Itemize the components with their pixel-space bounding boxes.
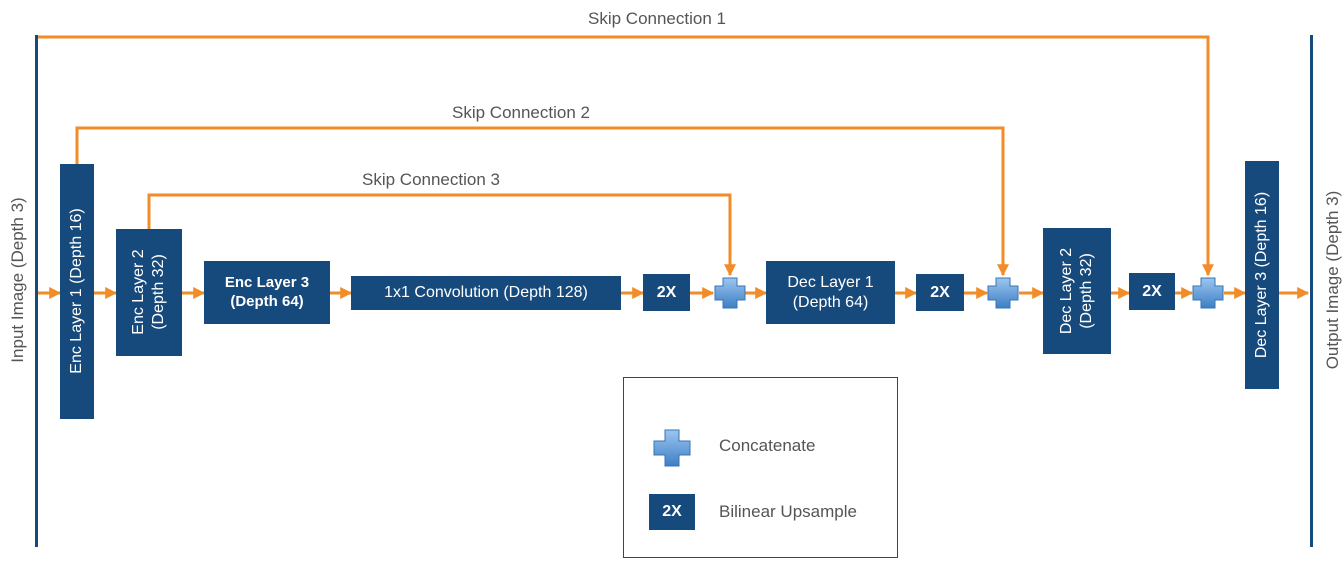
enc-layer-1-label: Enc Layer 1 (Depth 16) — [68, 208, 85, 374]
legend-concat-symbol — [653, 429, 691, 467]
legend-upsample-badge-label: 2X — [662, 503, 682, 520]
output-image-label: Output Image (Depth 3) — [1323, 190, 1342, 370]
upsample-1-label: 2X — [656, 283, 677, 301]
enc-layer-3-label: Enc Layer 3 — [224, 273, 310, 291]
concat-node-3 — [1192, 277, 1224, 309]
skip-connection-1-line — [38, 35, 1214, 277]
legend-upsample-badge: 2X — [649, 494, 695, 530]
enc-layer-3-depth: (Depth 64) — [230, 292, 304, 310]
upsample-2: 2X — [916, 274, 964, 311]
dec-layer-1-depth: (Depth 64) — [792, 293, 869, 311]
enc-layer-3: Enc Layer 3 (Depth 64) — [204, 261, 330, 324]
plus-icon — [714, 277, 746, 309]
concat-node-2 — [987, 277, 1019, 309]
skip-connection-3-label: Skip Connection 3 — [362, 170, 500, 189]
input-image-label: Input Image (Depth 3) — [8, 197, 27, 363]
dec-layer-1-label: Dec Layer 1 — [787, 273, 874, 291]
enc-layer-2: Enc Layer 2 (Depth 32) — [116, 229, 182, 356]
upsample-3-label: 2X — [1142, 282, 1162, 300]
upsample-1: 2X — [643, 274, 690, 311]
conv-1x1-block: 1x1 Convolution (Depth 128) — [351, 276, 621, 310]
enc-layer-1: Enc Layer 1 (Depth 16) — [60, 164, 94, 419]
skip-connection-3-line — [147, 193, 736, 277]
enc-layer-2-depth: (Depth 32) — [150, 254, 167, 330]
upsample-2-label: 2X — [930, 283, 950, 301]
dec-layer-3: Dec Layer 3 (Depth 16) — [1245, 161, 1279, 389]
input-rail — [35, 35, 38, 547]
concat-node-1 — [714, 277, 746, 309]
plus-icon — [1192, 277, 1224, 309]
enc-layer-2-label: Enc Layer 2 — [130, 249, 147, 335]
plus-icon — [653, 429, 691, 467]
legend-upsample-label: Bilinear Upsample — [719, 502, 857, 521]
dec-layer-1: Dec Layer 1 (Depth 64) — [766, 261, 895, 324]
upsample-3: 2X — [1129, 273, 1175, 310]
legend: Concatenate 2X Bilinear Upsample — [623, 377, 898, 558]
plus-icon — [987, 277, 1019, 309]
legend-concat-label: Concatenate — [719, 436, 816, 455]
skip-connection-2-line — [75, 126, 1009, 277]
dec-layer-3-label: Dec Layer 3 (Depth 16) — [1253, 191, 1270, 359]
dec-layer-2: Dec Layer 2 (Depth 32) — [1043, 228, 1111, 354]
skip-connection-1-label: Skip Connection 1 — [588, 9, 726, 28]
dec-layer-2-label: Dec Layer 2 — [1058, 247, 1075, 335]
output-rail — [1310, 35, 1313, 547]
conv-1x1-label: 1x1 Convolution (Depth 128) — [384, 284, 588, 301]
dec-layer-2-depth: (Depth 32) — [1078, 253, 1095, 329]
skip-connection-2-label: Skip Connection 2 — [452, 103, 590, 122]
